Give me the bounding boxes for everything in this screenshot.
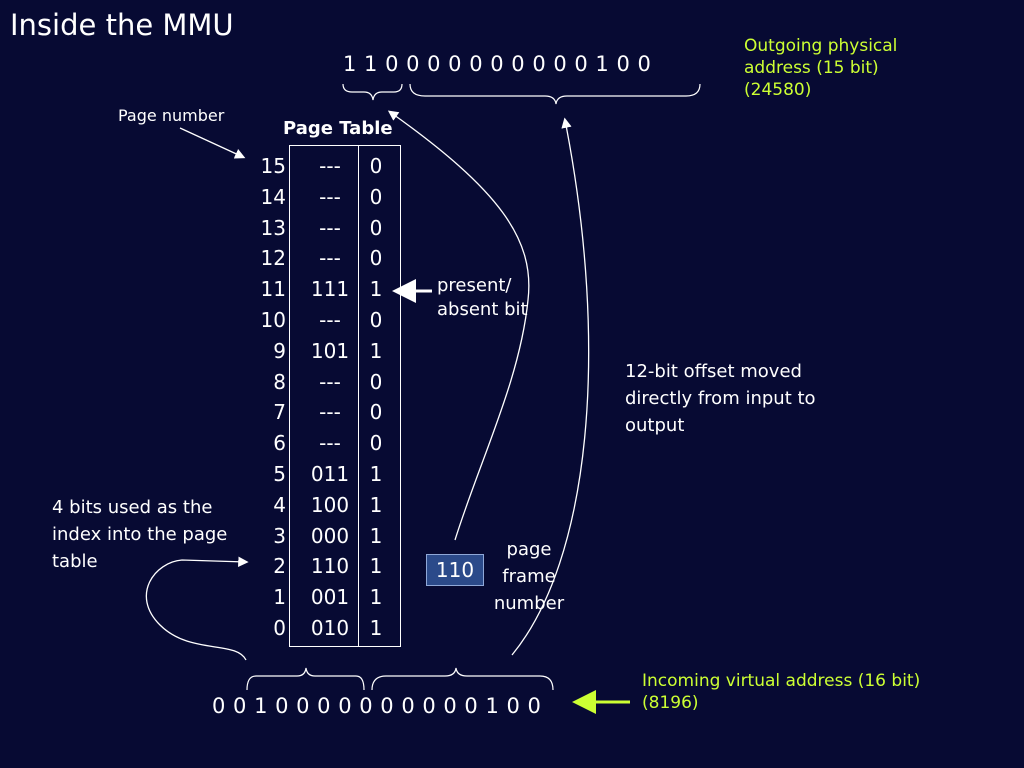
page-index: 7 [273, 400, 286, 425]
page-table-row: 2 110 1 [240, 554, 410, 585]
outgoing-physical-address-bits: 1 1 0 0 0 0 0 0 0 0 0 0 1 0 0 [343, 52, 652, 76]
page-index: 2 [273, 554, 286, 579]
frame-number: --- [319, 215, 341, 240]
present-bit: 0 [369, 215, 383, 240]
frame-number: --- [319, 431, 341, 456]
page-table-row: 13 --- 0 [240, 216, 410, 247]
page-table-row: 5 011 1 [240, 462, 410, 493]
frame-number: --- [319, 308, 341, 332]
page-table-row: 8 --- 0 [240, 370, 410, 401]
frame-number: 001 [310, 585, 350, 610]
present-bit: 1 [369, 277, 383, 302]
page-table-row: 12 --- 0 [240, 246, 410, 277]
page-table-row: 9 101 1 [240, 339, 410, 370]
frame-number: 010 [310, 616, 350, 640]
page-index: 8 [273, 369, 286, 394]
present-bit: 0 [369, 184, 383, 209]
page-table-row: 14 --- 0 [240, 185, 410, 216]
frame-number: 111 [310, 277, 350, 302]
page-table-row: 6 --- 0 [240, 431, 410, 462]
page-index: 15 [260, 154, 286, 178]
present-bit: 1 [369, 338, 383, 363]
page-frame-number-box: 110 [426, 554, 484, 586]
brace-offset-out [409, 83, 701, 105]
page-index: 1 [273, 585, 286, 610]
page-table-row: 3 000 1 [240, 524, 410, 555]
brace-frame-bits [342, 83, 403, 101]
page-table-divider [358, 145, 359, 647]
outgoing-address-note: Outgoing physical address (15 bit) (2458… [744, 36, 898, 100]
page-table-row: 1 001 1 [240, 585, 410, 616]
present-bit: 1 [369, 462, 383, 486]
frame-to-output-arrow [387, 110, 530, 541]
page-index: 14 [260, 184, 286, 209]
present-bit: 0 [369, 154, 383, 178]
incoming-address-note: Incoming virtual address (16 bit) (8196) [642, 671, 921, 713]
page-table-row: 4 100 1 [240, 493, 410, 524]
page-table-row: 7 --- 0 [240, 400, 410, 431]
present-bit: 1 [369, 492, 383, 517]
page-index: 11 [260, 277, 286, 302]
page-index: 0 [273, 616, 286, 640]
brace-index-bits [246, 667, 365, 691]
page-table-box [289, 145, 401, 647]
frame-number: 100 [310, 492, 350, 517]
frame-number: --- [319, 400, 341, 425]
present-bit: 1 [369, 523, 383, 548]
present-bit: 0 [369, 400, 383, 425]
page-index: 5 [273, 462, 286, 486]
offset-arrow [511, 117, 590, 656]
page-number-label: Page number [118, 106, 225, 125]
page-index: 12 [260, 246, 286, 271]
frame-number: --- [319, 184, 341, 209]
slide-title: Inside the MMU [10, 8, 234, 42]
page-table-row: 0 010 1 [240, 616, 410, 647]
page-frame-number-note: page frame number [493, 539, 565, 614]
index-bits-note: 4 bits used as the index into the page t… [52, 497, 228, 572]
frame-number: 101 [310, 338, 350, 363]
page-table-row: 15 --- 0 [240, 154, 410, 185]
page-index: 9 [273, 338, 286, 363]
present-bit: 0 [369, 308, 383, 332]
frame-number: 000 [310, 523, 350, 548]
index-arrow [145, 556, 249, 661]
page-number-arrow [179, 127, 246, 159]
present-bit: 1 [369, 554, 383, 579]
present-absent-note: present/ absent bit [437, 275, 528, 320]
page-index: 4 [273, 492, 286, 517]
page-table-row: 10 --- 0 [240, 308, 410, 339]
present-bit: 0 [369, 369, 383, 394]
offset-note: 12-bit offset moved directly from input … [625, 361, 816, 436]
page-table-title: Page Table [283, 118, 393, 139]
frame-number: --- [319, 246, 341, 271]
incoming-virtual-address-bits: 0 0 1 0 0 0 0 0 0 0 0 0 0 1 0 0 [212, 694, 542, 718]
page-index: 3 [273, 523, 286, 548]
page-index: 6 [273, 431, 286, 456]
page-index: 13 [260, 215, 286, 240]
frame-number: --- [319, 154, 341, 178]
frame-number: 110 [310, 554, 350, 579]
page-index: 10 [260, 308, 286, 332]
frame-number: --- [319, 369, 341, 394]
frame-number: 011 [310, 462, 350, 486]
present-bit: 1 [369, 585, 383, 610]
brace-offset-in [371, 667, 554, 691]
present-bit: 0 [369, 431, 383, 456]
present-bit: 1 [369, 616, 383, 640]
present-bit: 0 [369, 246, 383, 271]
